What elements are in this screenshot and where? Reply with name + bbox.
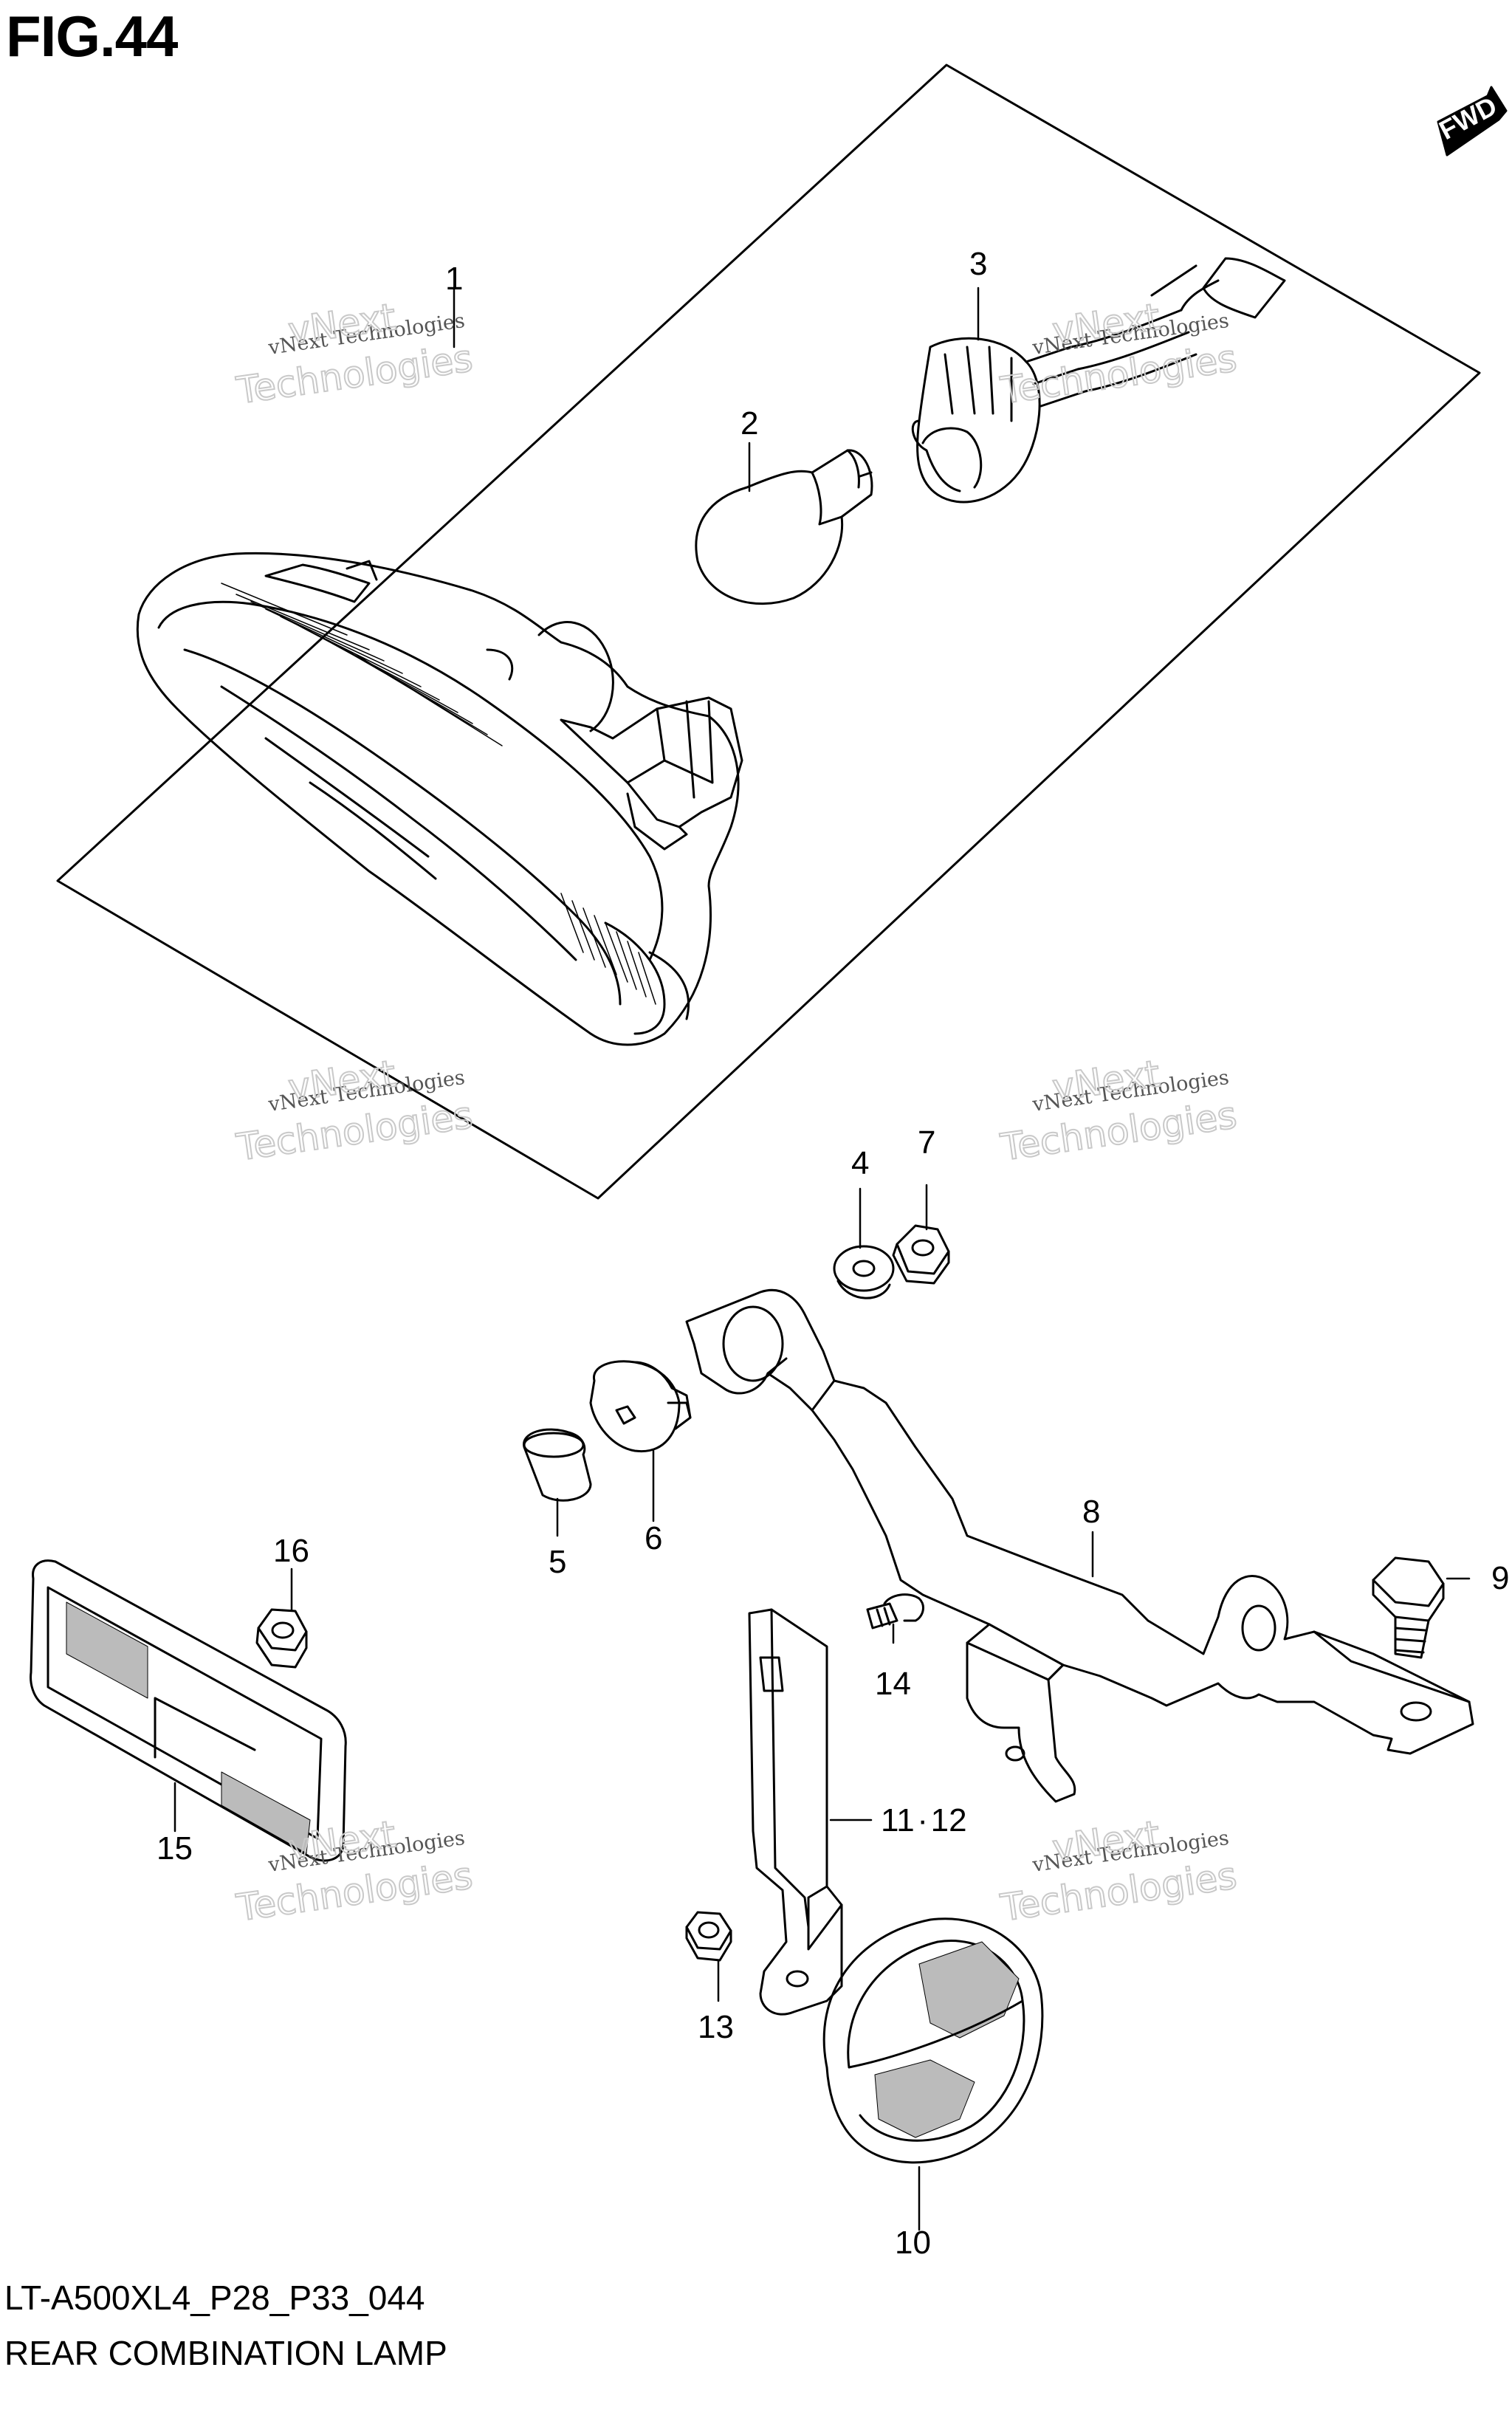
callout-2: 2 <box>740 405 758 442</box>
callout-10: 10 <box>895 2225 931 2261</box>
watermark-big-top: vNext <box>1050 1813 1163 1870</box>
callout-14: 14 <box>875 1666 911 1702</box>
diagram-code: LT-A500XL4_P28_P33_044 <box>4 2279 425 2317</box>
callout-3: 3 <box>969 246 987 282</box>
watermarks: vNext Technologies vNext Technologies vN… <box>233 295 1240 1930</box>
callout-4: 4 <box>851 1145 869 1181</box>
leader-lines <box>173 286 1471 2231</box>
diagram-name: REAR COMBINATION LAMP <box>4 2334 447 2372</box>
watermark-big-top: vNext <box>286 295 399 353</box>
tail-lamp-housing <box>136 552 743 1046</box>
washer <box>833 1245 895 1299</box>
callout-5: 5 <box>549 1544 566 1580</box>
fwd-arrow-icon: FWD <box>1434 86 1508 157</box>
watermark-big-top: vNext <box>1050 1052 1163 1110</box>
lamp-assembly-frame <box>56 63 1481 1200</box>
reflector-stay <box>748 1608 843 2016</box>
callout-8: 8 <box>1082 1494 1100 1530</box>
nut-13 <box>685 1911 732 1962</box>
callout-13: 13 <box>698 2009 734 2045</box>
round-reflector <box>822 1917 1044 2164</box>
figure-title: FIG.44 <box>6 4 178 69</box>
callout-1: 1 <box>445 261 463 297</box>
grommet <box>589 1360 692 1453</box>
watermark-big-top: vNext <box>1050 295 1163 353</box>
side-reflector <box>30 1559 347 1862</box>
collar <box>523 1428 592 1502</box>
callout-7: 7 <box>918 1124 935 1161</box>
bolt-9 <box>1372 1556 1445 1659</box>
watermark-big-top: vNext <box>286 1052 399 1110</box>
lamp-bracket <box>685 1288 1474 1803</box>
bulb <box>695 449 873 605</box>
callout-16: 16 <box>273 1533 309 1569</box>
nut-16 <box>255 1608 308 1669</box>
callout-15: 15 <box>157 1830 193 1867</box>
callout-6: 6 <box>645 1520 662 1556</box>
callout-9: 9 <box>1491 1560 1509 1596</box>
flange-nut <box>892 1224 950 1285</box>
screw-14 <box>866 1593 924 1630</box>
bulb-socket <box>911 257 1286 504</box>
callout-11-12: 11 · 12 <box>881 1802 967 1838</box>
